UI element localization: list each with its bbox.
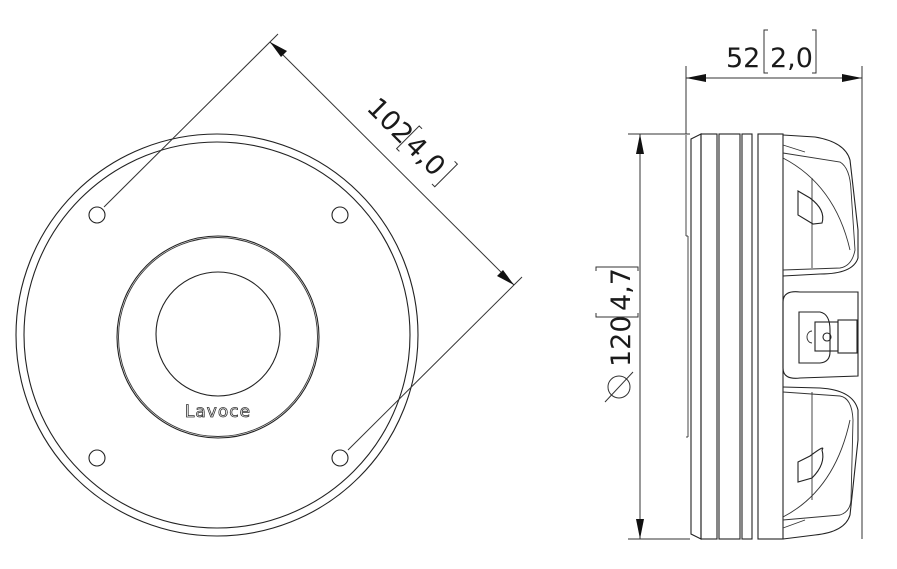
side-view (685, 133, 859, 540)
diameter-symbol-slash (604, 371, 634, 403)
terminal-screw (822, 332, 832, 342)
inch-bracket (395, 125, 459, 188)
rear-cover-upper-inner (782, 152, 856, 271)
front-view: Lavoce (15, 133, 419, 537)
arrow-head-top (636, 134, 644, 154)
terminal-housing (782, 291, 859, 379)
mounting-hole-bottom-right (331, 449, 349, 467)
inch-bracket (595, 266, 639, 318)
mounting-hole-bottom-left (88, 449, 106, 467)
arrow-head-bottom (636, 519, 644, 539)
rear-cover-lower (782, 386, 859, 540)
brand-logo: Lavoce (185, 402, 251, 422)
mounting-hole-top-left (88, 206, 106, 224)
rear-cover-upper-bevel (782, 144, 806, 153)
body-ring-1 (700, 133, 718, 540)
arrow-head-right (842, 74, 862, 82)
diameter-dimension: 120 4,7 (595, 133, 690, 540)
throat-opening (155, 271, 281, 397)
upper-vent-slot (797, 190, 824, 225)
extension-line-upper (103, 33, 279, 208)
inch-bracket (763, 29, 817, 74)
depth-value-mm: 52 (726, 43, 760, 74)
diameter-value-mm: 120 (606, 315, 637, 367)
faceplate-outer-ring-inner (118, 237, 318, 437)
terminal-bracket (798, 311, 831, 364)
rear-cover-lower-curve (782, 419, 851, 518)
rear-cover-upper (782, 134, 859, 277)
diameter-symbol-icon (607, 375, 631, 399)
flange-inner-rim (23, 141, 411, 529)
arrow-head-upper (270, 42, 287, 57)
arrow-head-left (686, 74, 706, 82)
lower-vent-slot (797, 447, 824, 483)
mounting-hole-top-right (331, 206, 349, 224)
faceplate-outer-ring (116, 235, 320, 439)
depth-dimension: 52 2,0 (685, 29, 863, 539)
depth-value-in: 2,0 (770, 43, 813, 74)
arrow-head-lower (497, 270, 514, 285)
rear-cover-upper-curve (782, 157, 851, 251)
body-ring-2 (718, 133, 741, 540)
terminal-connector (814, 321, 839, 352)
body-ring-4 (757, 133, 784, 540)
rear-cover-lower-bevel (782, 519, 806, 529)
diameter-value-in: 4,7 (606, 268, 637, 311)
flange-lip (690, 133, 702, 540)
dimension-line-102 (269, 41, 515, 286)
terminal-rivet (806, 330, 813, 344)
extension-line-lower (347, 276, 523, 451)
rear-cover-lower-inner (782, 391, 854, 521)
bolt-circle-dimension: 102 4,0 (103, 33, 523, 451)
body-ring-3 (741, 133, 753, 540)
outer-flange-edge (15, 133, 419, 537)
terminal-connector-tab (837, 319, 858, 354)
